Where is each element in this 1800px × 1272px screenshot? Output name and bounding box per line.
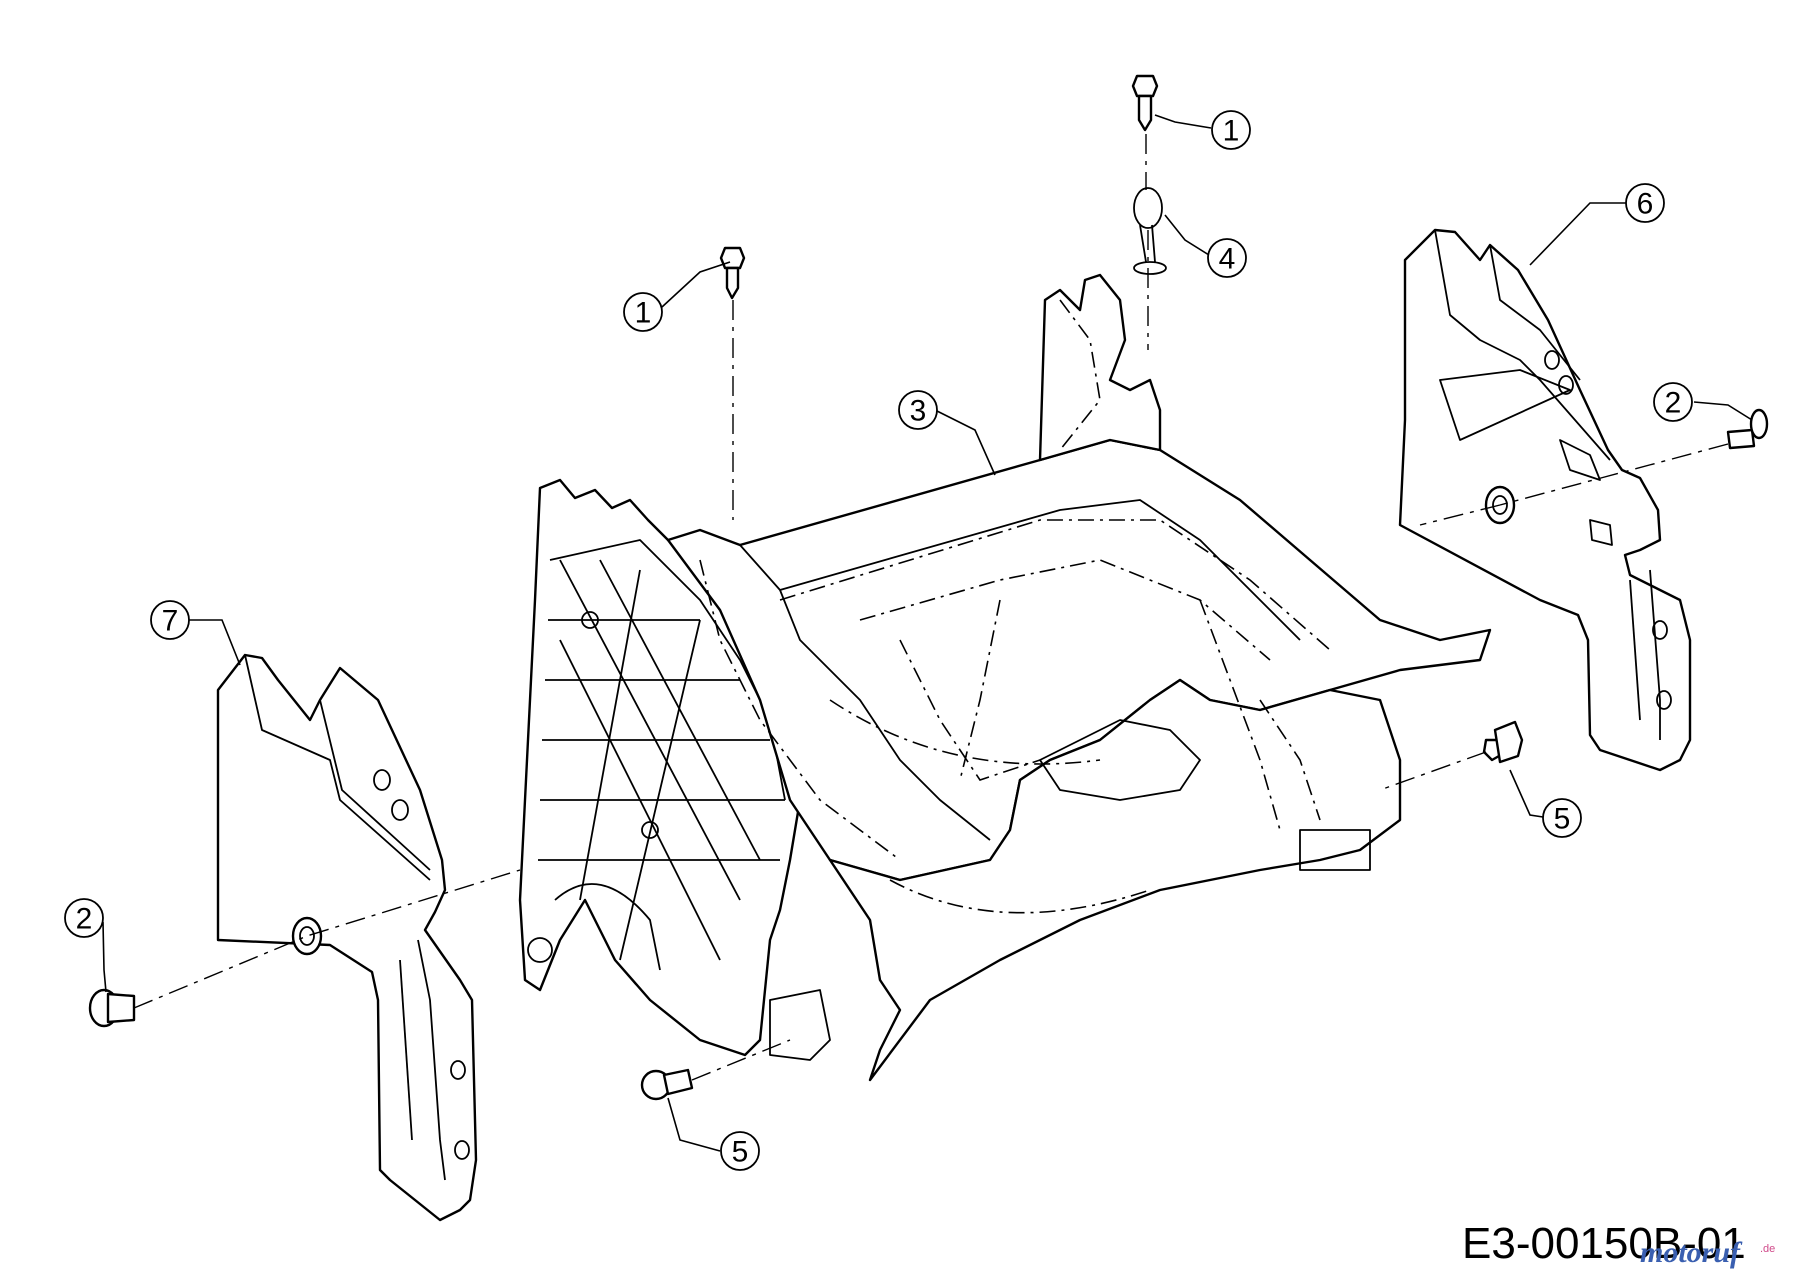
part-4-clip — [1133, 187, 1167, 275]
callout-2-left: 2 — [64, 898, 104, 938]
callout-label: 2 — [1665, 387, 1682, 420]
callout-label: 1 — [1223, 115, 1240, 148]
callout-3: 3 — [898, 390, 938, 430]
drawing-code: E3-00150B-01 — [1462, 1219, 1746, 1268]
part-1-bolt-left — [719, 246, 746, 300]
leaders — [102, 114, 1753, 1152]
watermark-logo: motoruf — [1640, 1236, 1743, 1269]
callout-label: 1 — [635, 297, 652, 330]
watermark-suffix: .de — [1760, 1243, 1775, 1255]
callout-5-right: 5 — [1542, 798, 1582, 838]
part-6-right-cover — [1398, 228, 1692, 772]
callout-label: 2 — [76, 903, 93, 936]
callout-1-right: 1 — [1211, 110, 1251, 150]
callout-4: 4 — [1207, 238, 1247, 278]
callout-label: 5 — [1554, 803, 1571, 836]
part-2-pin-left — [88, 988, 136, 1028]
callout-label: 7 — [162, 605, 179, 638]
callout-label: 4 — [1219, 243, 1236, 276]
callout-7: 7 — [150, 600, 190, 640]
part-5-pin-right — [1482, 720, 1524, 764]
callout-1-left: 1 — [623, 292, 663, 332]
part-1-bolt-right — [1131, 74, 1159, 132]
callout-2-right: 2 — [1653, 382, 1693, 422]
part-2-pin-right — [1726, 408, 1769, 450]
assembly-axes — [133, 134, 1729, 1081]
part-3-housing — [518, 273, 1492, 1082]
callout-label: 5 — [732, 1136, 749, 1169]
callout-label: 3 — [910, 395, 927, 428]
part-5-pin-left — [640, 1068, 694, 1101]
callout-label: 6 — [1637, 188, 1654, 221]
part-7-left-cover — [216, 653, 478, 1222]
callout-5-left: 5 — [720, 1131, 760, 1171]
callout-6: 6 — [1625, 183, 1665, 223]
